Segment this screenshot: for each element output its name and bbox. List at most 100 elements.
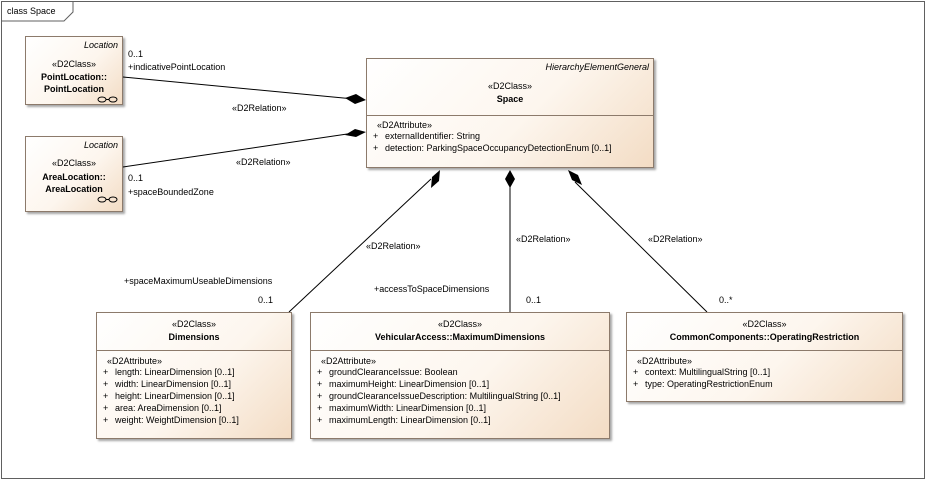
role-label: +accessToSpaceDimensions xyxy=(374,284,490,294)
visibility-marker: + xyxy=(103,403,109,413)
class-name-line1: AreaLocation:: xyxy=(42,172,106,182)
attribute-row[interactable]: + maximumWidth: LinearDimension [0..1] xyxy=(317,403,561,415)
class-operating-restriction[interactable]: «D2Class» CommonComponents::OperatingRes… xyxy=(626,312,903,402)
attribute-row[interactable]: + context: MultilingualString [0..1] xyxy=(633,367,773,379)
attribute-stereotype: «D2Attribute» xyxy=(377,120,433,130)
relation-stereotype-label: «D2Relation» xyxy=(648,234,703,244)
role-label: +indicativePointLocation xyxy=(128,62,226,72)
visibility-marker: + xyxy=(103,379,109,389)
relation-stereotype-label: «D2Relation» xyxy=(366,241,421,251)
relation-line-point-location[interactable] xyxy=(122,76,355,100)
frame-title: class Space xyxy=(7,6,56,16)
attribute-row[interactable]: + weight: WeightDimension [0..1] xyxy=(103,415,239,427)
attribute-row[interactable]: + height: LinearDimension [0..1] xyxy=(103,391,239,403)
class-separator xyxy=(367,115,653,116)
class-name-line2: AreaLocation xyxy=(45,184,103,194)
class-stereotype: «D2Class» xyxy=(51,59,97,69)
class-space[interactable]: HierarchyElementGeneral «D2Class» Space … xyxy=(366,58,654,168)
relation-stereotype-label: «D2Relation» xyxy=(232,103,287,113)
multiplicity-label: 0..1 xyxy=(258,295,274,305)
attribute-list: «D2Attribute» +groundClearanceIssue: Boo… xyxy=(317,356,561,427)
attribute-text: width: LinearDimension [0..1] xyxy=(115,379,232,389)
class-point-location[interactable]: Location «D2Class» PointLocation:: Point… xyxy=(25,36,123,105)
visibility-marker: + xyxy=(317,391,323,401)
attribute-text: maximumWidth: LinearDimension [0..1] xyxy=(329,403,487,413)
link-icon xyxy=(97,96,118,103)
visibility-marker: + xyxy=(317,403,323,413)
attribute-text: length: LinearDimension [0..1] xyxy=(115,367,235,377)
attribute-stereotype: «D2Attribute» xyxy=(107,356,163,366)
attribute-text: maximumHeight: LinearDimension [0..1] xyxy=(329,379,490,389)
composition-diamond-icon xyxy=(505,170,515,188)
attribute-row[interactable]: + detection: ParkingSpaceOccupancyDetecti… xyxy=(373,143,612,155)
attribute-list: «D2Attribute» + length: LinearDimension [… xyxy=(103,356,239,427)
attribute-row[interactable]: + groundClearanceIssueDescription: Multil… xyxy=(317,391,561,403)
multiplicity-label: 0..1 xyxy=(128,173,144,183)
visibility-marker: + xyxy=(373,131,379,141)
attribute-text: context: MultilingualString [0..1] xyxy=(645,367,771,377)
attribute-row[interactable]: + length: LinearDimension [0..1] xyxy=(103,367,239,379)
attribute-row[interactable]: + externalIdentifier: String xyxy=(373,131,612,143)
visibility-marker: + xyxy=(633,367,639,377)
class-name: Dimensions xyxy=(168,332,220,342)
class-parent-label: HierarchyElementGeneral xyxy=(545,62,649,72)
attribute-text: groundClearanceIssueDescription: Multili… xyxy=(329,391,561,401)
frame-tab-shape xyxy=(2,2,74,22)
visibility-marker: + xyxy=(373,143,379,153)
class-name-line1: PointLocation:: xyxy=(41,72,107,82)
class-separator xyxy=(311,350,609,351)
class-name: VehicularAccess::MaximumDimensions xyxy=(374,332,546,342)
multiplicity-label: 0..1 xyxy=(128,49,144,59)
visibility-marker: + xyxy=(317,415,323,425)
attribute-list: «D2Attribute» + externalIdentifier: Strin… xyxy=(373,120,612,155)
attribute-text: groundClearanceIssue: Boolean xyxy=(329,367,458,377)
relation-line-operating-restriction[interactable] xyxy=(574,181,708,313)
class-area-location[interactable]: Location «D2Class» AreaLocation:: AreaLo… xyxy=(25,136,123,212)
multiplicity-label: 0..1 xyxy=(526,295,542,305)
attribute-stereotype: «D2Attribute» xyxy=(637,356,693,366)
visibility-marker: + xyxy=(103,415,109,425)
class-stereotype: «D2Class» xyxy=(51,158,97,168)
relation-stereotype-label: «D2Relation» xyxy=(516,234,571,244)
attribute-row[interactable]: + maximumLength: LinearDimension [0..1] xyxy=(317,415,561,427)
attribute-row[interactable]: +type: OperatingRestrictionEnum xyxy=(633,379,773,391)
visibility-marker: + xyxy=(103,391,109,401)
class-stereotype: «D2Class» xyxy=(437,319,483,329)
class-name: Space xyxy=(496,94,524,104)
attribute-row[interactable]: +groundClearanceIssue: Boolean xyxy=(317,367,561,379)
role-label: +spaceMaximumUseableDimensions xyxy=(124,276,273,286)
link-icon xyxy=(97,196,118,203)
class-name: CommonComponents::OperatingRestriction xyxy=(669,332,860,342)
class-stereotype: «D2Class» xyxy=(171,319,217,329)
visibility-marker: + xyxy=(317,379,323,389)
attribute-text: area: AreaDimension [0..1] xyxy=(115,403,222,413)
attribute-text: detection: ParkingSpaceOccupancyDetectio… xyxy=(385,143,612,153)
relation-line-area-location[interactable] xyxy=(122,132,355,168)
attribute-row[interactable]: + maximumHeight: LinearDimension [0..1] xyxy=(317,379,561,391)
attribute-text: weight: WeightDimension [0..1] xyxy=(115,415,239,425)
class-separator xyxy=(627,350,902,351)
composition-diamond-icon xyxy=(345,129,366,137)
class-name-line2: PointLocation xyxy=(44,84,104,94)
class-stereotype: «D2Class» xyxy=(487,81,533,91)
attribute-list: «D2Attribute» + context: MultilingualStri… xyxy=(633,356,773,391)
attribute-text: externalIdentifier: String xyxy=(385,131,481,141)
attribute-text: type: OperatingRestrictionEnum xyxy=(645,379,773,389)
class-parent-label: Location xyxy=(83,40,118,50)
attribute-row[interactable]: + width: LinearDimension [0..1] xyxy=(103,379,239,391)
composition-diamond-icon xyxy=(568,170,582,185)
attribute-text: maximumLength: LinearDimension [0..1] xyxy=(329,415,491,425)
class-separator xyxy=(97,350,291,351)
attribute-row[interactable]: + area: AreaDimension [0..1] xyxy=(103,403,239,415)
relation-line-dimensions[interactable] xyxy=(288,178,432,313)
class-dimensions[interactable]: «D2Class» Dimensions «D2Attribute» + leng… xyxy=(96,312,292,439)
attribute-stereotype: «D2Attribute» xyxy=(321,356,377,366)
class-maximum-dimensions[interactable]: «D2Class» VehicularAccess::MaximumDimens… xyxy=(310,312,610,439)
relation-stereotype-label: «D2Relation» xyxy=(236,157,291,167)
class-stereotype: «D2Class» xyxy=(742,319,787,329)
composition-diamond-icon xyxy=(431,170,440,188)
visibility-marker: + xyxy=(103,367,109,377)
class-parent-label: Location xyxy=(83,140,118,150)
attribute-text: height: LinearDimension [0..1] xyxy=(115,391,235,401)
